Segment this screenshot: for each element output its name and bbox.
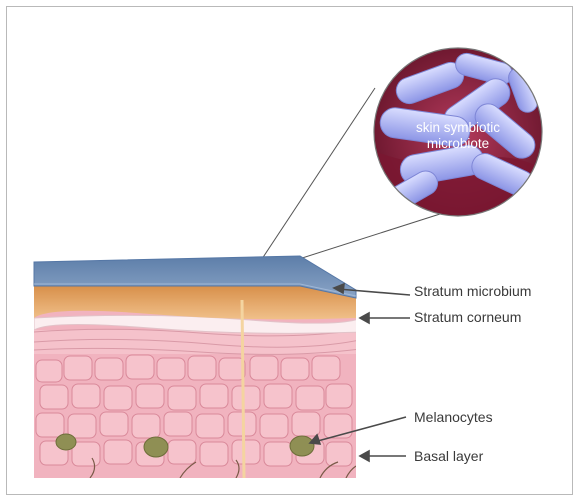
label-stratum-microbium: Stratum microbium (414, 283, 531, 299)
microbiote-label-line2: microbiote (388, 136, 528, 152)
label-basal-layer: Basal layer (414, 448, 483, 464)
microbiote-label-line1: skin symbiotic (388, 120, 528, 136)
microbiote-zoom-label: skin symbiotic microbiote (388, 120, 528, 152)
skin-cross-section (34, 256, 364, 480)
label-melanocytes: Melanocytes (414, 409, 493, 425)
hair-shaft (242, 300, 244, 478)
label-stratum-corneum: Stratum corneum (414, 309, 521, 325)
